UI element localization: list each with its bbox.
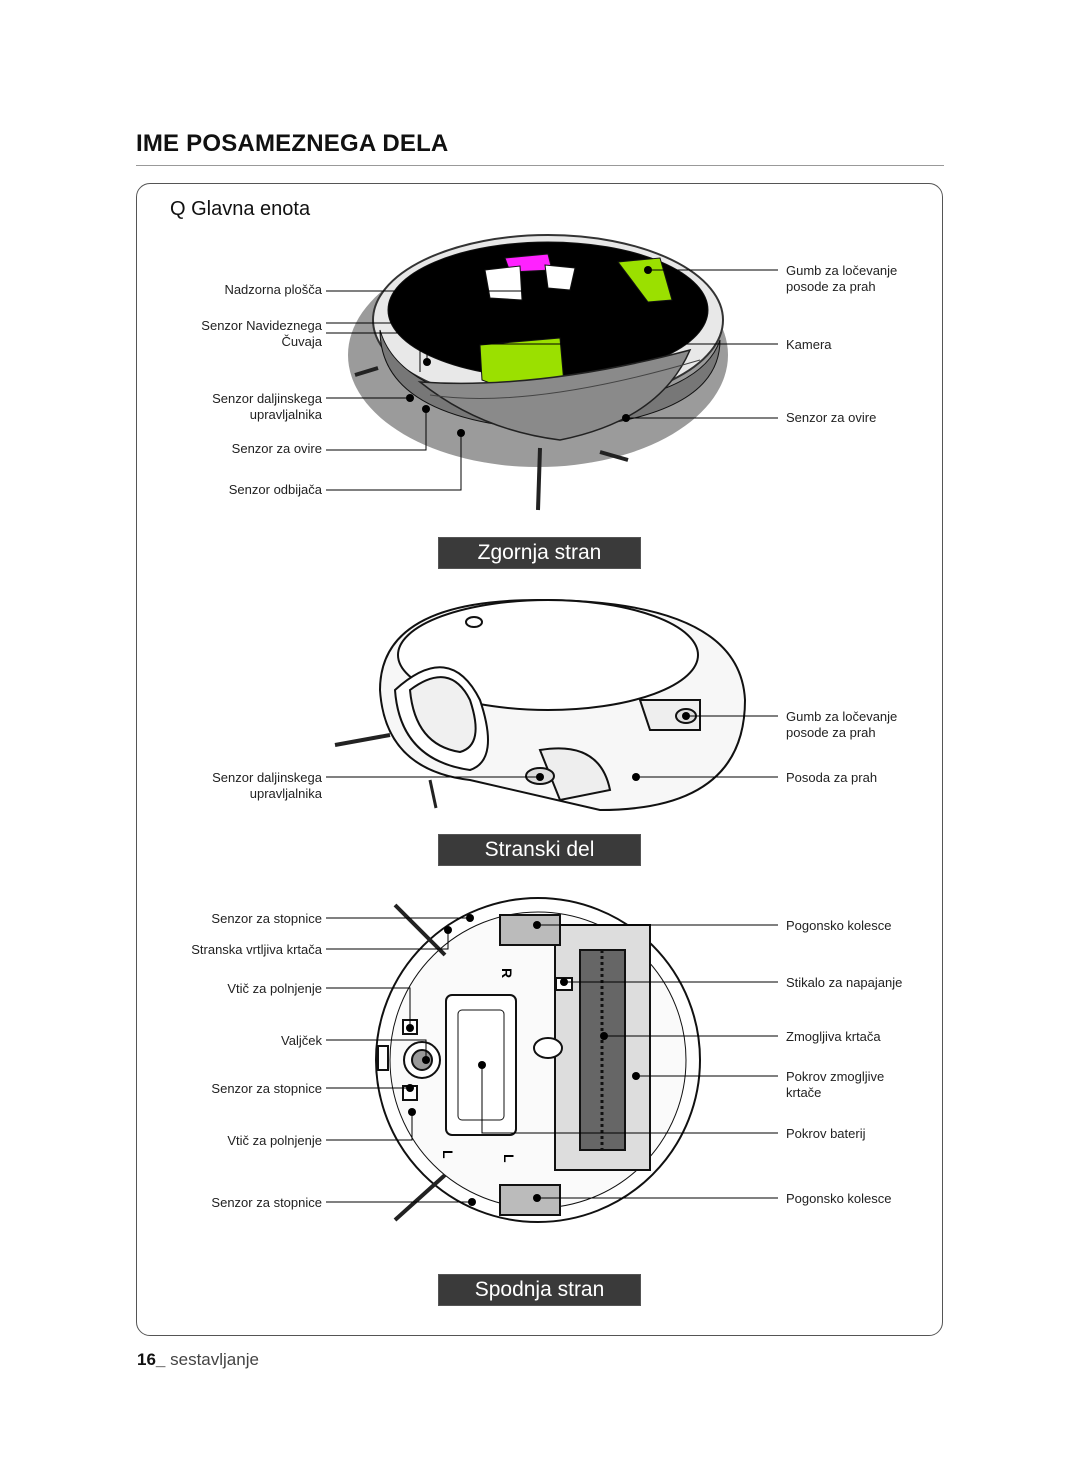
bottom-mark-l2: L (440, 1150, 456, 1159)
content-panel (136, 183, 943, 1336)
section-title: Glavna enota (191, 198, 311, 220)
title-divider (136, 165, 944, 166)
label-kamera: Kamera (786, 337, 832, 352)
label-upravljalnika-top: upravljalnika (249, 407, 322, 422)
banner-stranski-del: Stranski del (438, 834, 641, 866)
label-senzor-daljinskega-top: Senzor daljinskega (212, 391, 322, 406)
side-view-robot (334, 598, 747, 812)
label-gumb-za-locevanje-side: Gumb za ločevanje (786, 709, 898, 724)
section-bullet: Q (170, 198, 186, 220)
page-footer: 16_ sestavljanje (137, 1350, 259, 1370)
bottom-view-callouts (326, 917, 778, 1203)
label-senzor-za-ovire-left: Senzor za ovire (231, 441, 322, 456)
label-pogonsko-kolesce-1: Pogonsko kolesce (786, 918, 892, 933)
footer-section: sestavljanje (170, 1350, 259, 1369)
label-nadzorna-plosca: Nadzorna plošča (224, 282, 322, 297)
label-upravljalnika-side: upravljalnika (249, 786, 322, 801)
label-pogonsko-kolesce-2: Pogonsko kolesce (786, 1191, 892, 1206)
label-senzor-za-stopnice-3: Senzor za stopnice (211, 1195, 322, 1210)
label-posode-za-prah-top: posode za prah (786, 279, 876, 294)
banner-zgornja-stran: Zgornja stran (438, 537, 641, 569)
label-zmogljiva-krtaca: Zmogljiva krtača (786, 1029, 881, 1044)
label-krtace: krtače (786, 1085, 822, 1100)
label-senzor-navideznega: Senzor Navideznega (201, 318, 322, 333)
label-valjcek: Valjček (281, 1033, 322, 1048)
top-view-robot (348, 234, 728, 511)
label-senzor-odbijaca: Senzor odbijača (228, 482, 322, 497)
label-posoda-za-prah: Posoda za prah (786, 770, 878, 785)
bottom-view-robot (375, 897, 701, 1223)
label-cuvaja: Čuvaja (281, 334, 322, 349)
top-view-dots (406, 266, 652, 437)
bottom-mark-r: R (499, 968, 515, 978)
label-senzor-za-ovire-right: Senzor za ovire (786, 410, 877, 425)
page-number: 16_ (137, 1350, 166, 1369)
page-title: IME POSAMEZNEGA DELA (136, 130, 449, 157)
label-pokrov-zmogljive: Pokrov zmogljive (786, 1069, 885, 1084)
label-senzor-daljinskega-side: Senzor daljinskega (212, 770, 322, 785)
label-vtic-za-polnjenje-1: Vtič za polnjenje (227, 981, 322, 996)
bottom-mark-l1: L (501, 1154, 517, 1163)
side-view-callouts (326, 715, 778, 778)
bottom-view-dots (406, 914, 640, 1206)
top-view-callouts (326, 269, 778, 491)
label-pokrov-baterij: Pokrov baterij (786, 1126, 866, 1141)
label-gumb-za-locevanje-top: Gumb za ločevanje (786, 263, 898, 278)
label-stikalo-za-napajanje: Stikalo za napajanje (786, 975, 903, 990)
label-posode-za-prah-side: posode za prah (786, 725, 876, 740)
label-stranska-vrtljiva-krtaca: Stranska vrtljiva krtača (191, 942, 322, 957)
label-vtic-za-polnjenje-2: Vtič za polnjenje (227, 1133, 322, 1148)
side-view-dots (536, 712, 690, 781)
section-heading: Q Glavna enota (170, 198, 310, 221)
label-senzor-za-stopnice-2: Senzor za stopnice (211, 1081, 322, 1096)
label-senzor-za-stopnice-1: Senzor za stopnice (211, 911, 322, 926)
banner-spodnja-stran: Spodnja stran (438, 1274, 641, 1306)
